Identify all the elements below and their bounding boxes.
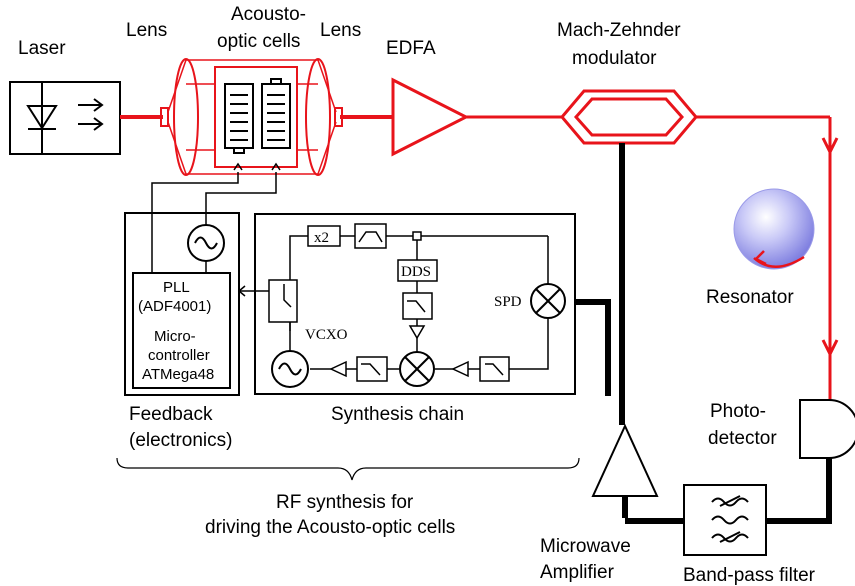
vcxo-label: VCXO xyxy=(305,327,348,343)
photodetector xyxy=(799,399,855,459)
microwave-amplifier xyxy=(591,423,659,497)
synthesis-chain-label: Synthesis chain xyxy=(331,404,464,425)
laser-box xyxy=(9,81,121,155)
rotation-arrow-icon xyxy=(753,250,767,266)
amplifier-small-left-2 xyxy=(451,360,469,378)
resonator-label: Resonator xyxy=(706,287,794,308)
photodetector-label-line1: Photo- xyxy=(710,401,766,422)
aom-cells xyxy=(214,66,298,168)
laser-diode-icon xyxy=(26,105,58,130)
pll-model-label: (ADF4001) xyxy=(138,298,211,315)
microcontroller-model-label: ATMega48 xyxy=(142,366,214,383)
mach-zehnder-modulator xyxy=(560,89,698,145)
doubler-label: x2 xyxy=(314,230,329,246)
dds-box xyxy=(397,259,438,282)
spd-label: SPD xyxy=(494,294,522,310)
splitter-node xyxy=(412,231,422,241)
laser-label: Laser xyxy=(18,38,66,59)
lens-right xyxy=(297,58,343,176)
edfa-label: EDFA xyxy=(386,38,436,59)
bandpass-label: Band-pass filter xyxy=(683,565,816,586)
aom-label-line1: Acousto- xyxy=(231,4,306,25)
photodetector-label-line2: detector xyxy=(708,428,777,449)
mixer-icon xyxy=(399,351,435,387)
grouping-brace xyxy=(116,457,580,481)
rf-synthesis-label-line1: RF synthesis for xyxy=(276,492,414,513)
electrical-path xyxy=(576,143,832,524)
spd-mixer-icon xyxy=(530,283,566,319)
dds-label: DDS xyxy=(401,264,431,280)
synthesis-chain-box xyxy=(254,213,576,395)
filter-wave-icon xyxy=(711,495,749,543)
edfa-amplifier xyxy=(391,77,470,157)
bandpass-filter xyxy=(683,484,767,556)
lens-right-label: Lens xyxy=(320,20,361,41)
emission-arrows-icon xyxy=(78,98,104,131)
feedback-label-line1: Feedback xyxy=(129,404,213,425)
bandpass-small xyxy=(354,223,387,249)
feedback-electronics-box xyxy=(124,212,240,396)
coupler-filter xyxy=(268,279,298,323)
mzm-label-line1: Mach-Zehnder xyxy=(557,20,681,41)
aom-label-line2: optic cells xyxy=(217,31,300,52)
feedback-label-line2: (electronics) xyxy=(129,430,232,451)
arrow-down-icon xyxy=(821,339,839,358)
amplifier-small-left-1 xyxy=(329,360,347,378)
microwave-label-line2: Amplifier xyxy=(540,562,615,583)
amplifier-small-down xyxy=(408,325,426,340)
resonator-sphere xyxy=(733,188,815,270)
microcontroller-label-1: Micro- xyxy=(154,328,196,345)
rf-synthesis-label-line2: driving the Acousto-optic cells xyxy=(205,517,455,538)
pll-label: PLL xyxy=(163,279,190,296)
microwave-label-line1: Microwave xyxy=(540,536,631,557)
aom-cell-2 xyxy=(261,78,291,149)
lowpass-filter-2 xyxy=(479,356,510,382)
doubler-box xyxy=(307,225,341,247)
aom-cell-1 xyxy=(224,83,254,154)
lowpass-filter-3 xyxy=(356,356,388,382)
arrow-down-icon xyxy=(821,137,839,156)
lens-left-label: Lens xyxy=(126,20,167,41)
microcontroller-label-2: controller xyxy=(148,347,210,364)
control-wires xyxy=(151,162,281,297)
mzm-label-line2: modulator xyxy=(572,48,657,69)
lens-left xyxy=(160,58,318,176)
lowpass-filter-1 xyxy=(402,292,433,320)
